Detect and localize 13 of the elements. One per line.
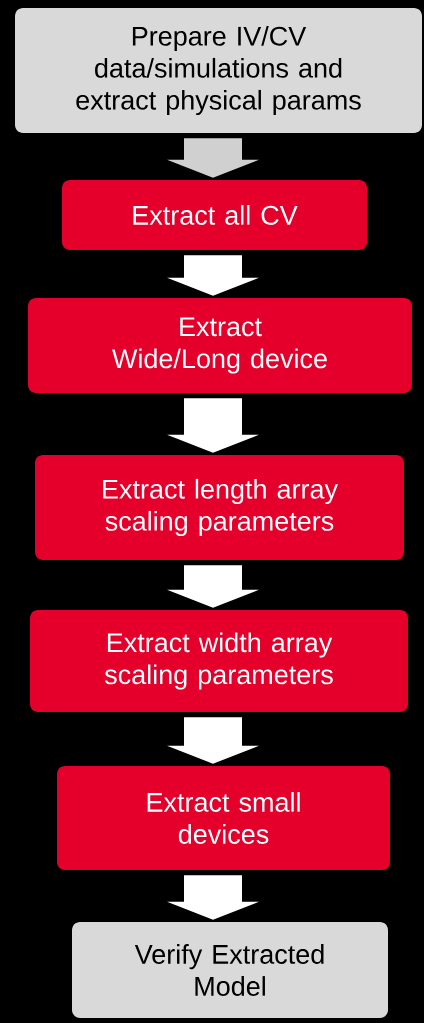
block-arrow xyxy=(167,565,259,608)
block-arrow xyxy=(167,398,259,453)
process-box: Extract small devices xyxy=(57,766,390,870)
process-box: Extract all CV xyxy=(62,180,367,250)
process-box: Extract Wide/Long device xyxy=(28,298,412,393)
process-box: Extract width array scaling parameters xyxy=(30,610,408,712)
block-arrow xyxy=(167,138,259,178)
block-arrow xyxy=(167,255,259,296)
process-box: Extract length array scaling parameters xyxy=(35,455,404,560)
block-arrow xyxy=(167,875,259,920)
start-step-box: Prepare IV/CV data/simulations and extract physical params xyxy=(15,8,422,133)
final-step-box: Verify Extracted Model xyxy=(72,922,388,1018)
block-arrow xyxy=(167,717,259,764)
